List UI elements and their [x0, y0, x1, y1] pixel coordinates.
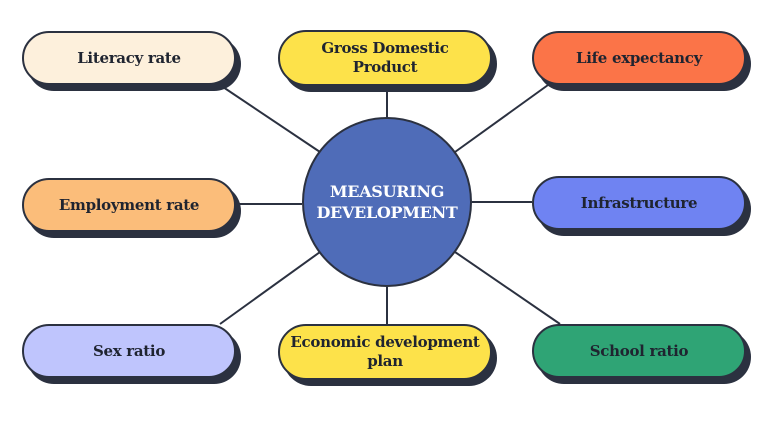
node-label: School ratio [589, 341, 689, 360]
node-label: Sex ratio [92, 341, 166, 360]
connector-line-literacy-rate [219, 84, 321, 153]
node-employment-rate: Employment rate [22, 178, 236, 232]
connector-line-sex-ratio [219, 251, 321, 325]
node-gdp: Gross Domestic Product [278, 30, 492, 86]
node-literacy-rate: Literacy rate [22, 31, 236, 85]
center-node-measuring-development: MEASURING DEVELOPMENT [302, 117, 472, 287]
node-infrastructure: Infrastructure [532, 176, 746, 230]
center-label: MEASURING DEVELOPMENT [316, 182, 458, 222]
node-sex-ratio: Sex ratio [22, 324, 236, 378]
node-economic-development-plan: Economic development plan [278, 324, 492, 380]
connector-line-life-expectancy [454, 84, 549, 153]
node-label: Employment rate [58, 195, 200, 214]
node-label: Life expectancy [575, 48, 703, 67]
node-school-ratio: School ratio [532, 324, 746, 378]
node-label: Infrastructure [580, 193, 698, 212]
node-label: Literacy rate [77, 48, 181, 67]
connector-line-school-ratio [454, 251, 561, 325]
node-life-expectancy: Life expectancy [532, 31, 746, 85]
node-label: Economic development plan [290, 333, 480, 370]
node-label: Gross Domestic Product [321, 39, 449, 76]
